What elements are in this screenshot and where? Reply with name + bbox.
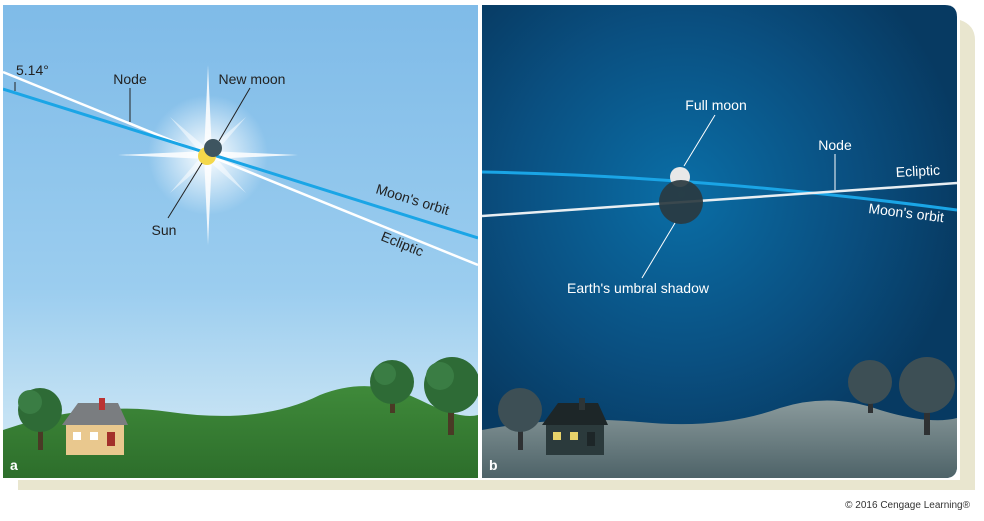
tree (848, 360, 892, 413)
panel-a-letter: a (10, 457, 18, 473)
full-moon-leader (683, 114, 716, 167)
tree (424, 357, 478, 435)
panel-a: a 5.14° Node New moon Sun Moon's orbit E… (3, 5, 478, 478)
house (62, 398, 128, 455)
panel-b: b Full moon Node Ecliptic Moon's orbit E… (482, 5, 957, 478)
sun-leader (167, 162, 203, 219)
house-night (542, 398, 608, 455)
umbral-shadow (659, 180, 703, 224)
tree (498, 388, 542, 450)
hill (3, 386, 478, 478)
moon-orbit-line (3, 87, 478, 240)
new-moon-label: New moon (219, 71, 286, 87)
panel-b-letter: b (489, 457, 498, 473)
new-moon (204, 139, 222, 157)
shadow-leader (641, 222, 676, 279)
node-label-b: Node (818, 137, 852, 153)
night-sky (482, 5, 957, 478)
moon-orbit-line-b (482, 170, 957, 212)
hill-night (482, 400, 957, 478)
sun-label: Sun (152, 222, 177, 238)
tree (370, 360, 414, 413)
shadow-label: Earth's umbral shadow (567, 280, 710, 296)
tree (899, 357, 955, 435)
copyright: © 2016 Cengage Learning® (845, 500, 970, 511)
tree (18, 388, 62, 450)
ecliptic-line (3, 70, 478, 267)
angle-label: 5.14° (16, 62, 49, 78)
node-label-a: Node (113, 71, 147, 87)
ecliptic-label-b: Ecliptic (895, 162, 940, 180)
ecliptic-line-b (482, 181, 957, 218)
new-moon-leader (218, 87, 251, 142)
full-moon-label: Full moon (685, 97, 746, 113)
